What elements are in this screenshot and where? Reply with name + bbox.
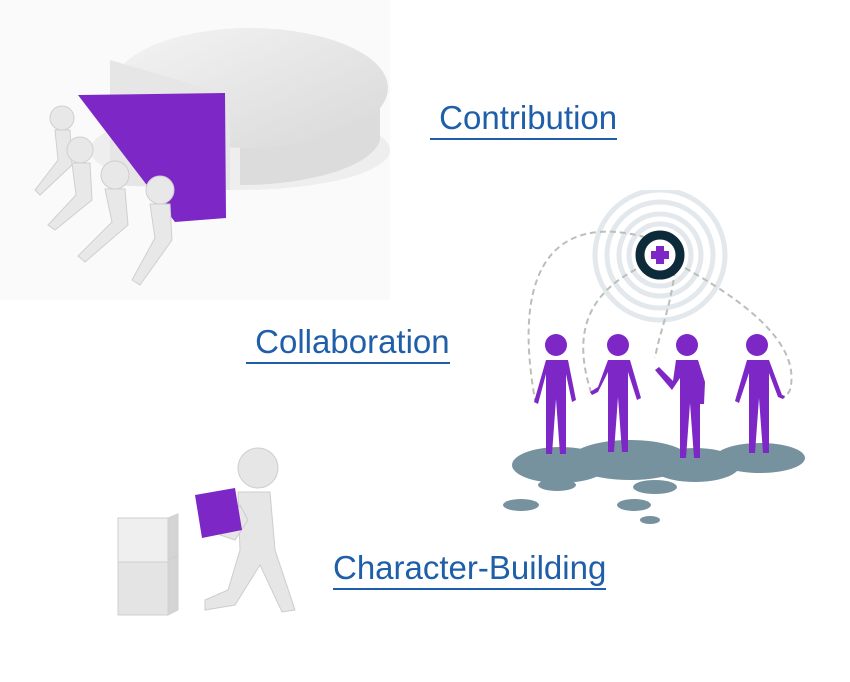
person-3 — [655, 334, 705, 458]
person-1 — [534, 334, 576, 454]
team-target-illustration — [503, 190, 805, 524]
box-building-illustration — [117, 447, 296, 616]
purple-box — [195, 488, 242, 538]
pie-slice — [78, 93, 226, 222]
pie-push-illustration — [0, 0, 390, 300]
collaboration-link[interactable]: Collaboration — [246, 324, 450, 364]
character-building-link[interactable]: Character-Building — [333, 550, 607, 590]
person-2 — [590, 334, 641, 452]
person-4 — [735, 334, 785, 453]
contribution-link[interactable]: Contribution — [430, 100, 618, 140]
plus-icon — [651, 246, 669, 264]
